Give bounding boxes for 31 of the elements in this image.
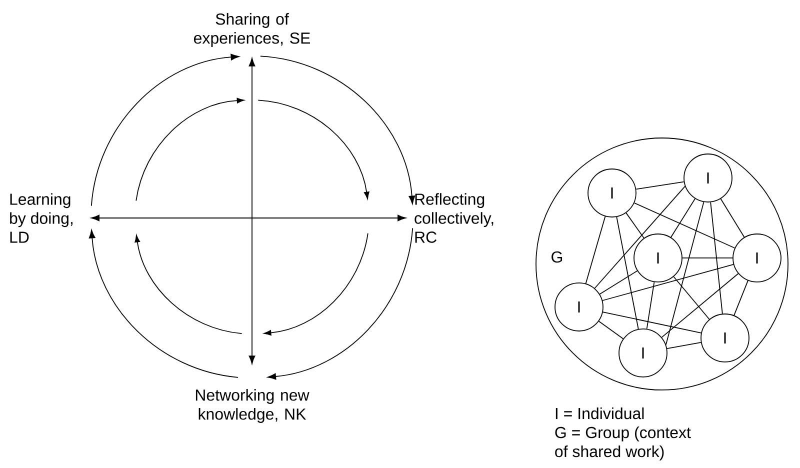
stage-label: Reflecting collectively, RC xyxy=(414,193,494,243)
link-line xyxy=(670,198,696,238)
link-line xyxy=(626,212,644,238)
link-line xyxy=(599,270,638,295)
link-line xyxy=(636,181,684,190)
link-line xyxy=(666,202,704,346)
link-line xyxy=(585,216,606,284)
key-note: I = Individual xyxy=(556,407,644,420)
cycle-arrow xyxy=(90,54,240,206)
stage-label: Sharing of experiences, SE xyxy=(194,13,310,47)
link-line xyxy=(602,312,702,334)
link-line xyxy=(673,276,710,320)
link-line xyxy=(598,320,624,340)
link-line xyxy=(734,280,748,316)
axis-arrow xyxy=(248,58,256,364)
link-line xyxy=(646,282,655,330)
stage-label: Learning by doing, LD xyxy=(10,193,72,243)
cycle-arrow xyxy=(88,230,238,378)
link-line xyxy=(666,342,702,350)
link-line xyxy=(594,186,686,289)
cycle-arrow xyxy=(268,228,414,380)
link-line xyxy=(634,202,736,248)
link-line xyxy=(661,273,739,338)
axis-arrow xyxy=(91,214,406,222)
link-line xyxy=(602,264,734,301)
link-line xyxy=(710,202,723,314)
stage-label: Networking new knowledge, NK xyxy=(196,389,310,423)
link-line xyxy=(720,198,745,238)
key-note: G = Group (context of shared work) xyxy=(555,426,691,460)
cycle-arrow xyxy=(260,56,416,204)
link-line xyxy=(616,216,639,330)
